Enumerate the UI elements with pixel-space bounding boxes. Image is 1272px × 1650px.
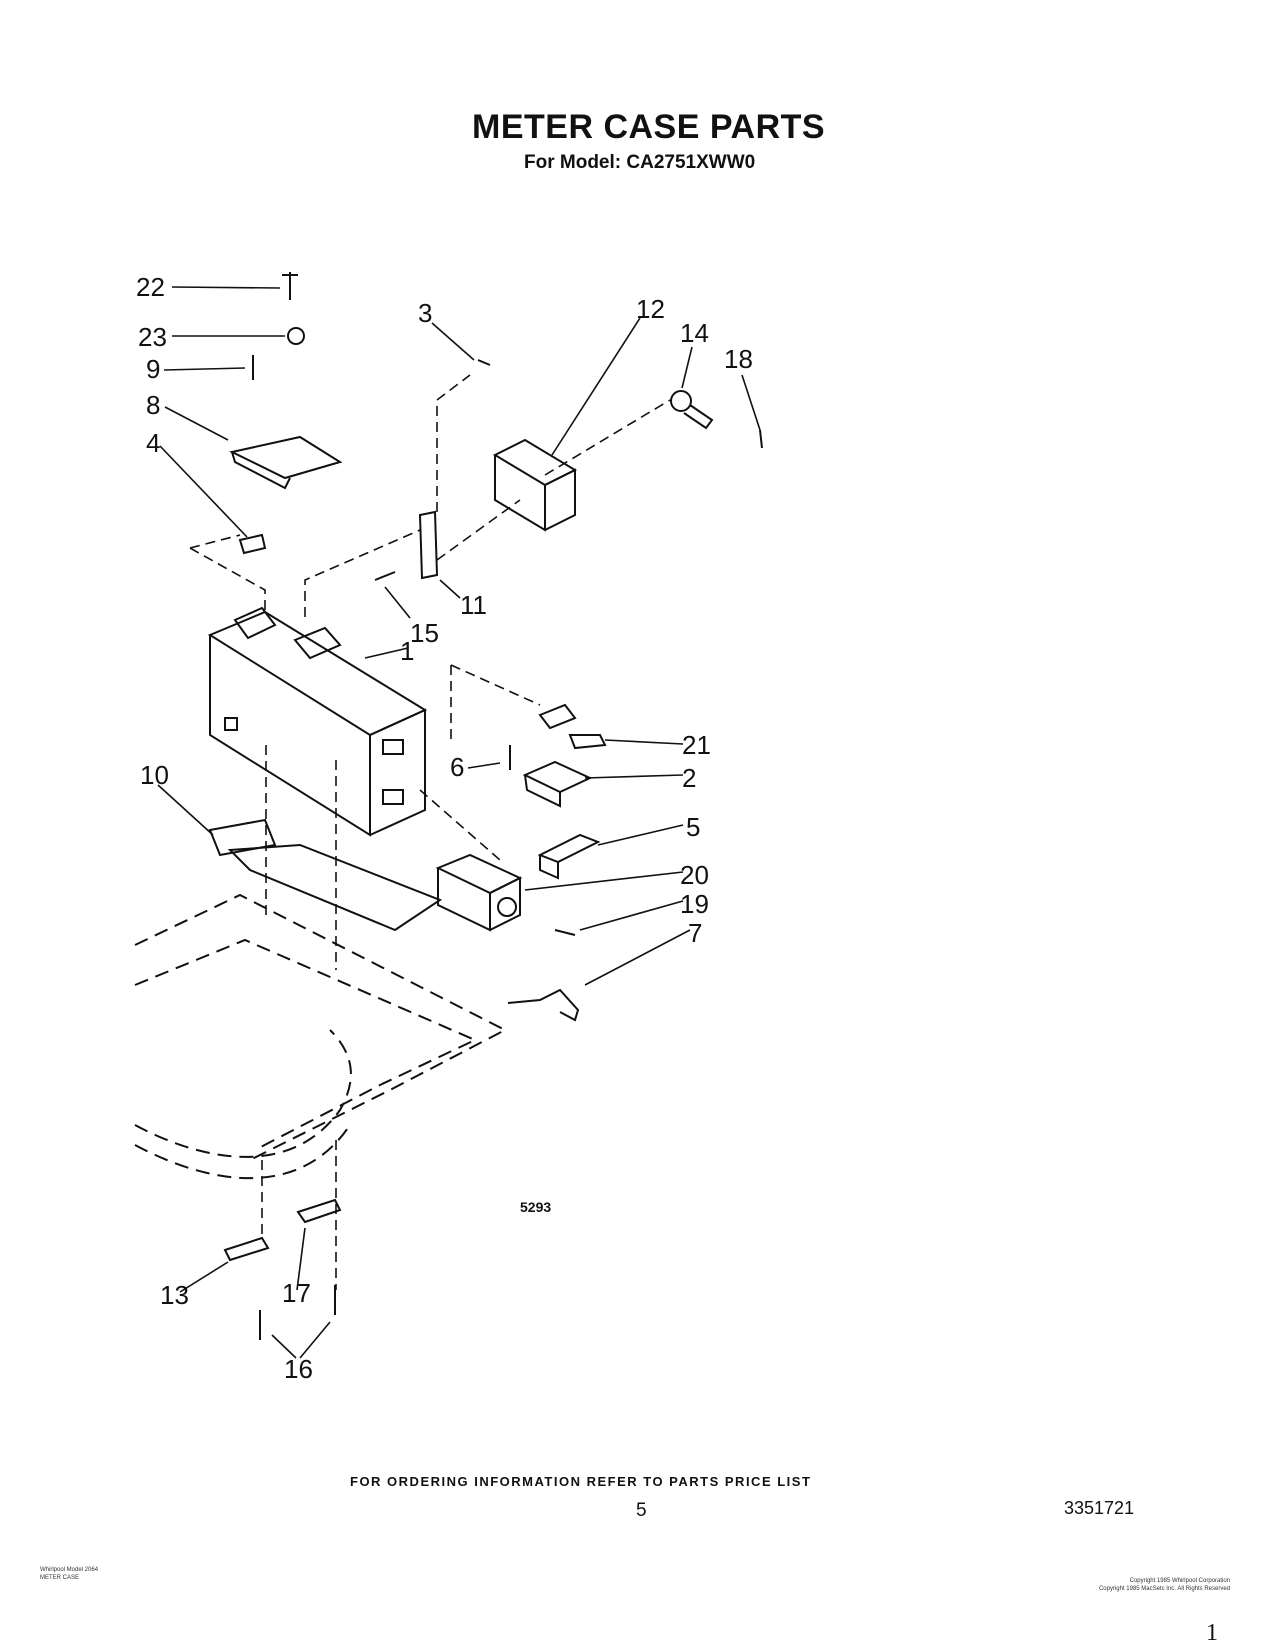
callout-14: 14 xyxy=(680,318,709,348)
figure-number: 5293 xyxy=(520,1199,551,1215)
ordering-info: FOR ORDERING INFORMATION REFER TO PARTS … xyxy=(350,1474,812,1489)
knob-part-14 xyxy=(670,390,692,412)
page-title: METER CASE PARTS xyxy=(472,108,826,146)
mounting-plate xyxy=(227,843,443,932)
corner-mark: 1 xyxy=(1206,1620,1218,1646)
callout-8: 8 xyxy=(146,390,160,420)
callout-9: 9 xyxy=(146,354,160,384)
washer-part-23 xyxy=(287,327,305,345)
callout-5: 5 xyxy=(686,812,700,842)
callout-16: 16 xyxy=(284,1354,313,1384)
callout-19: 19 xyxy=(680,889,709,919)
bracket-part-10 xyxy=(208,818,277,857)
screw-part-19 xyxy=(554,929,576,936)
callout-labels: 22 23 9 8 4 3 12 14 18 11 15 1 21 2 6 10… xyxy=(136,272,753,1384)
document-number: 3351721 xyxy=(1064,1498,1135,1518)
box-part-20 xyxy=(435,853,523,932)
callout-11: 11 xyxy=(460,590,487,620)
callout-20: 20 xyxy=(680,860,709,890)
model-subtitle: For Model: CA2751XWW0 xyxy=(524,152,756,173)
coin-box-part-2 xyxy=(522,760,593,808)
spring-part-7 xyxy=(507,988,580,1022)
clip-part-4 xyxy=(238,533,267,555)
source-note-line-2: METER CASE xyxy=(40,1575,80,1581)
callout-1: 1 xyxy=(400,636,414,666)
callout-3: 3 xyxy=(418,298,432,328)
page-number: 5 xyxy=(636,1500,647,1521)
callout-15: 15 xyxy=(410,618,439,648)
clip-part-13 xyxy=(223,1236,270,1262)
slide-part-5 xyxy=(537,833,601,880)
callout-4: 4 xyxy=(146,428,160,458)
screw-part-22 xyxy=(282,272,298,300)
screw-part-3 xyxy=(477,359,491,366)
callout-18: 18 xyxy=(724,344,753,374)
callout-13: 13 xyxy=(160,1280,189,1310)
callout-21: 21 xyxy=(682,730,711,760)
cover-part-8 xyxy=(228,435,343,490)
source-note: Whirlpool Model 2064 METER CASE xyxy=(40,1566,98,1582)
callout-17: 17 xyxy=(282,1278,311,1308)
callout-23: 23 xyxy=(138,322,167,352)
meter-case-part-1 xyxy=(207,606,428,837)
switch-part-21 xyxy=(538,703,607,750)
callout-22: 22 xyxy=(136,272,165,302)
copyright-line-1: Copyright 1985 Whirlpool Corporation xyxy=(1129,1578,1230,1584)
bracket-part-11 xyxy=(418,510,439,580)
timer-part-12 xyxy=(492,438,578,532)
copyright-notice: Copyright 1985 Whirlpool Corporation Cop… xyxy=(1030,1577,1230,1593)
clip-part-17 xyxy=(296,1198,342,1224)
callout-7: 7 xyxy=(688,918,702,948)
callout-6: 6 xyxy=(450,752,464,782)
copyright-line-2: Copyright 1985 MacSetc Inc. All Rights R… xyxy=(1098,1586,1230,1592)
callout-10: 10 xyxy=(140,760,169,790)
callout-2: 2 xyxy=(682,763,696,793)
source-note-line-1: Whirlpool Model 2064 xyxy=(40,1567,99,1573)
screw-part-18 xyxy=(759,429,763,449)
screw-part-15 xyxy=(374,571,396,581)
cabinet-top-outline xyxy=(134,893,508,1180)
callout-12: 12 xyxy=(636,294,665,324)
